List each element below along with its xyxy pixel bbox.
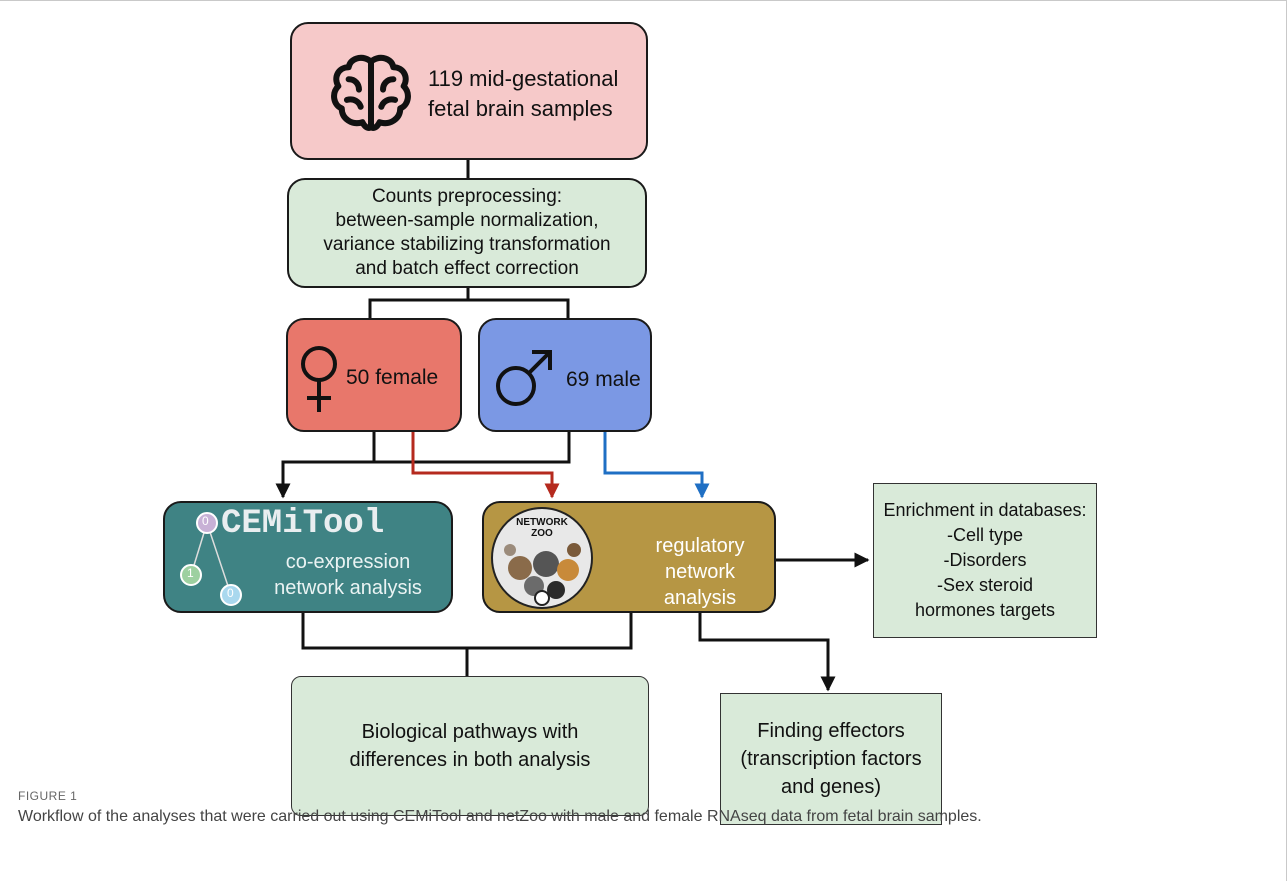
female-box: 50 female (286, 318, 462, 432)
netzoo-logo-icon (491, 507, 593, 609)
male-to-cemitool-line (374, 430, 571, 464)
male-label: 69 male (566, 368, 641, 391)
netzoo-logo-text: NETWORK ZOO (516, 517, 568, 539)
netzoo-to-effectors-arrow (698, 612, 836, 692)
cemitool-label: co-expression network analysis (274, 551, 422, 599)
cemitool-logo-text: CEMiTool (221, 505, 385, 543)
cemitool-node-0: 0 (202, 514, 209, 528)
female-symbol-icon (301, 346, 337, 412)
enrichment-box: Enrichment in databases: -Cell type -Dis… (873, 483, 1097, 638)
pathways-box: Biological pathways with differences in … (291, 676, 649, 816)
female-to-cemitool-line (275, 430, 376, 499)
preprocessing-split-line-right (468, 298, 570, 320)
cemitool-box: 0 1 0 CEMiTool co-expression network ana… (163, 501, 453, 613)
preprocessing-label: Counts preprocessing: between-sample nor… (323, 186, 611, 279)
pathways-bracket (301, 612, 633, 650)
preprocessing-box: Counts preprocessing: between-sample nor… (287, 178, 647, 288)
enrichment-label: Enrichment in databases: -Cell type -Dis… (883, 500, 1087, 620)
effectors-box: Finding effectors (transcription factors… (720, 693, 942, 825)
netzoo-label: regulatory network analysis (655, 535, 745, 609)
female-label: 50 female (346, 366, 439, 389)
pathways-label: Biological pathways with differences in … (349, 721, 591, 771)
effectors-label: Finding effectors (transcription factors… (740, 720, 922, 798)
male-symbol-icon (496, 350, 552, 406)
male-box: 69 male (478, 318, 652, 432)
figure-caption: Workflow of the analyses that were carri… (18, 808, 982, 825)
preprocessing-split-line (368, 287, 470, 320)
netzoo-box: NETWORK ZOO regulatory network analysis (482, 501, 776, 613)
figure-label: FIGURE 1 (18, 789, 78, 803)
samples-label: 119 mid-gestational fetal brain samples (428, 66, 619, 121)
female-to-netzoo-arrow (411, 430, 560, 499)
cemitool-tree-icon (180, 512, 242, 606)
male-to-netzoo-arrow (603, 430, 710, 499)
brain-icon (331, 54, 411, 131)
samples-box: 119 mid-gestational fetal brain samples (290, 22, 648, 160)
cemitool-node-1: 1 (187, 566, 194, 580)
cemitool-node-2: 0 (227, 586, 234, 600)
